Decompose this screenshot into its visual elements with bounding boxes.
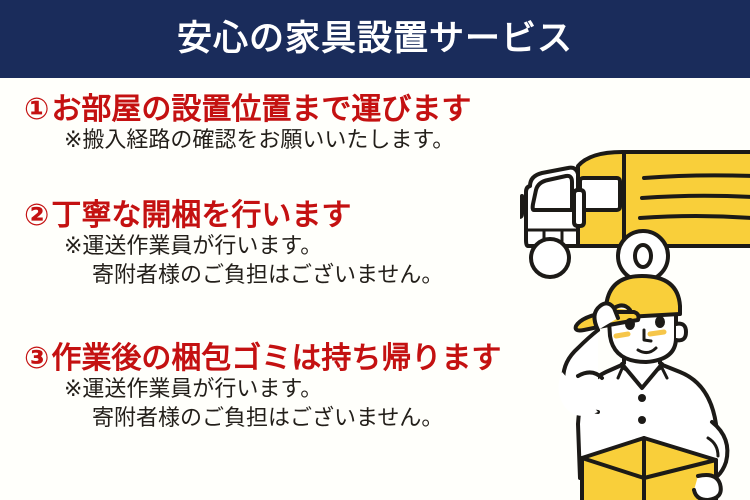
service-item-3-number: ③ [24,341,50,376]
service-list: ① お部屋の設置位置まで運びます ※搬入経路の確認をお願いいたします。 ② 丁寧… [0,78,750,500]
service-item-1: ① お部屋の設置位置まで運びます ※搬入経路の確認をお願いいたします。 [0,94,620,155]
service-item-1-note-1: ※搬入経路の確認をお願いいたします。 [64,127,455,153]
service-item-2-heading: ② 丁寧な開梱を行います [0,200,620,232]
service-item-2-title: 丁寧な開梱を行います [51,198,352,233]
service-item-2-number: ② [24,198,50,233]
service-item-2-note-1: ※運送作業員が行います。 [64,233,323,259]
service-item-3-note-2: 寄附者様のご負担はございません。 [92,406,444,432]
service-item-2: ② 丁寧な開梱を行います ※運送作業員が行います。 寄附者様のご負担はございませ… [0,200,620,291]
service-item-2-note-2: 寄附者様のご負担はございません。 [92,263,444,289]
service-item-3-note-1: ※運送作業員が行います。 [64,376,323,402]
service-item-1-heading: ① お部屋の設置位置まで運びます [0,94,620,126]
service-item-3-heading: ③ 作業後の梱包ゴミは持ち帰ります [0,343,620,375]
service-item-3: ③ 作業後の梱包ゴミは持ち帰ります ※運送作業員が行います。 寄附者様のご負担は… [0,343,620,434]
service-item-1-title: お部屋の設置位置まで運びます [51,92,472,127]
service-item-1-number: ① [24,92,50,127]
page-title: 安心の家具設置サービス [176,18,573,59]
service-item-3-title: 作業後の梱包ゴミは持ち帰ります [51,341,502,376]
header-band: 安心の家具設置サービス [0,0,750,78]
